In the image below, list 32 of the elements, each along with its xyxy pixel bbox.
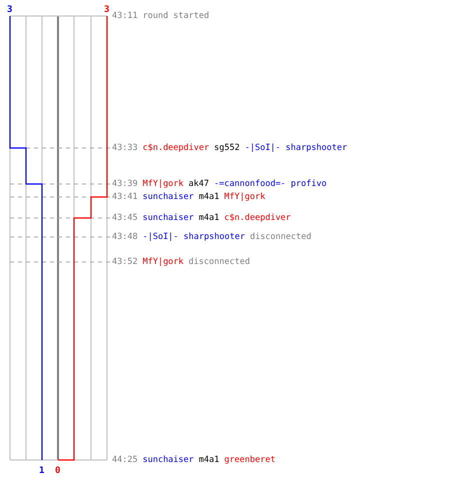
timestamp: 43:39 <box>112 179 138 189</box>
timestamp: 43:41 <box>112 192 138 202</box>
player-name: -|SoI|- sharpshooter <box>142 232 245 242</box>
weapon-name: m4a1 <box>198 455 220 465</box>
timestamp: 44:25 <box>112 455 138 465</box>
player-name: c$n.deepdiver <box>142 143 210 153</box>
player-name: -=cannonfood=- profivo <box>214 179 327 189</box>
player-name: -|SoI|- sharpshooter <box>244 143 348 153</box>
score-number: 3 <box>7 5 12 15</box>
score-number: 1 <box>39 466 44 476</box>
timestamp: 43:52 <box>112 257 138 267</box>
player-name: sunchaiser <box>142 192 194 202</box>
event-text: disconnected <box>250 232 312 242</box>
event-text: round started <box>142 11 210 21</box>
timestamp: 43:48 <box>112 232 138 242</box>
player-name: sunchaiser <box>142 213 194 223</box>
player-name: sunchaiser <box>142 455 194 465</box>
player-name: MfY|gork <box>142 257 184 267</box>
weapon-name: m4a1 <box>198 213 220 223</box>
weapon-name: m4a1 <box>198 192 220 202</box>
timestamp: 43:45 <box>112 213 138 223</box>
timestamp: 43:11 <box>112 11 138 21</box>
timestamp: 43:33 <box>112 143 138 153</box>
score-number: 0 <box>55 466 60 476</box>
player-name: MfY|gork <box>142 179 184 189</box>
weapon-name: sg552 <box>214 143 240 153</box>
event-text: disconnected <box>188 257 250 267</box>
weapon-name: ak47 <box>188 179 210 189</box>
player-name: greenberet <box>224 455 276 465</box>
player-name: MfY|gork <box>224 192 266 202</box>
score-number: 3 <box>104 5 110 15</box>
player-name: c$n.deepdiver <box>224 213 291 223</box>
